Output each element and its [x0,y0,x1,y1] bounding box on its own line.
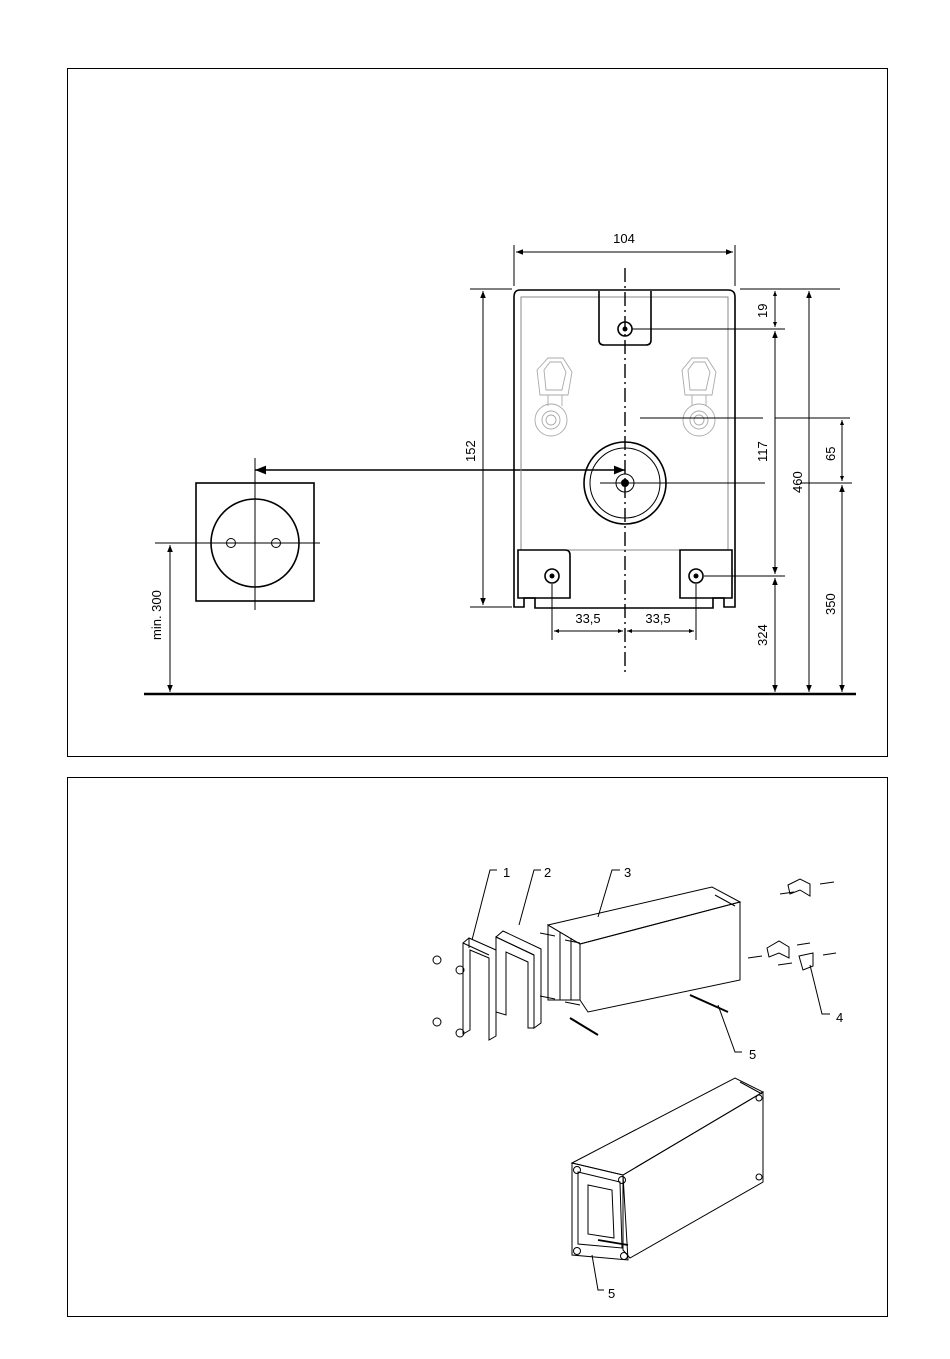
callout-4: 4 [836,1010,843,1025]
callout-5-bottom: 5 [608,1286,615,1301]
callout-2: 2 [544,865,551,880]
dim-117: 117 [755,441,770,462]
part-3-housing [548,887,740,1012]
part-4-brackets [748,879,836,970]
wall-socket [155,458,320,610]
dimension-drawing: min. 300 [144,231,856,694]
callout-3: 3 [624,865,631,880]
part-2-gasket [496,931,541,1028]
dim-152: 152 [463,440,478,462]
part-1-frame [463,938,496,1040]
dim-350: 350 [823,593,838,615]
dim-460: 460 [790,471,805,493]
assembled-housing [572,1078,763,1260]
dim-33-left: 33,5 [575,611,600,626]
dim-19: 19 [755,304,770,318]
dim-33-right: 33,5 [645,611,670,626]
dim-min300: min. 300 [149,590,164,640]
callout-1: 1 [503,865,510,880]
callout-5-top: 5 [749,1047,756,1062]
assembly-drawing: 1 2 3 4 5 5 [433,865,843,1301]
dim-324: 324 [755,624,770,646]
dim-104: 104 [613,231,635,246]
dim-65: 65 [823,447,838,461]
